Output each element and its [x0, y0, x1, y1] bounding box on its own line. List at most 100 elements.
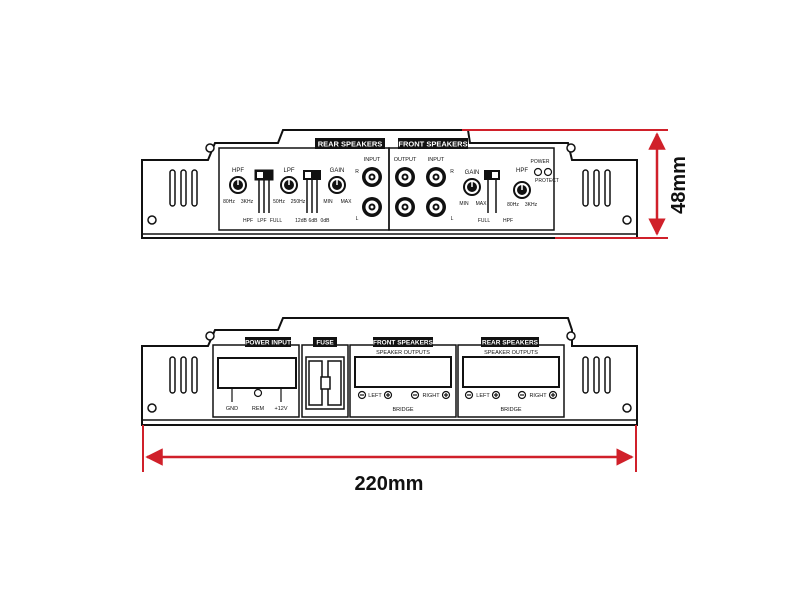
- rear-bridge-label: BRIDGE: [500, 407, 521, 413]
- terminal-gnd-label: GND: [226, 406, 238, 412]
- fuse-blade-left: [308, 360, 323, 406]
- rear-terminal-plus-right[interactable]: [548, 390, 558, 400]
- rear-header-label: REAR SPEAKERS: [318, 140, 383, 149]
- rear-bass-6db: 6dB: [309, 218, 319, 224]
- terminal-12v-label: +12V: [275, 406, 288, 412]
- front-speaker-outputs-label: SPEAKER OUTPUTS: [376, 350, 430, 356]
- top-left-vents: [169, 169, 198, 207]
- rear-header-tab: [315, 138, 385, 149]
- front-header-tab: [398, 138, 468, 149]
- front-hpf-min: 80Hz: [507, 202, 519, 208]
- screw-hole: [147, 215, 157, 225]
- front-rca-output-l[interactable]: [395, 197, 415, 217]
- screw-hole: [566, 331, 576, 341]
- front-rca-input-r[interactable]: [426, 167, 446, 187]
- rear-input-label: INPUT: [364, 157, 381, 163]
- front-hpf-knob[interactable]: [513, 181, 531, 199]
- bottom-right-vents: [582, 356, 611, 394]
- power-led-label: POWER: [531, 159, 550, 165]
- fuse-header: FUSE: [316, 340, 334, 347]
- height-dimension-label: 48mm: [668, 156, 690, 214]
- front-switch-hpf: HPF: [503, 218, 513, 224]
- rear-hpf-min: 80Hz: [223, 199, 235, 205]
- rear-gain-title: GAIN: [330, 168, 345, 174]
- rear-left-label: LEFT: [476, 393, 490, 399]
- top-view: REAR SPEAKERS FRONT SPEAKERS HPF 80Hz 3K…: [141, 129, 638, 239]
- rear-lpf-knob[interactable]: [280, 176, 298, 194]
- rear-bass-switch[interactable]: [303, 170, 321, 213]
- front-bridge-label: BRIDGE: [392, 407, 413, 413]
- front-gain-knob[interactable]: [463, 178, 481, 196]
- power-terminal-screw[interactable]: [253, 388, 263, 398]
- rear-switch-hpf: HPF: [243, 218, 253, 224]
- power-input-header: POWER INPUT: [245, 340, 291, 347]
- width-dimension-label: 220mm: [355, 473, 424, 495]
- rear-filter-switch[interactable]: [254, 169, 274, 213]
- front-terminal-minus-left[interactable]: [357, 390, 367, 400]
- power-terminal-block: [217, 357, 297, 389]
- rear-terminal-minus-left[interactable]: [464, 390, 474, 400]
- front-hpf-title: HPF: [516, 168, 528, 174]
- front-header-label: FRONT SPEAKERS: [398, 140, 467, 149]
- rear-hpf-max: 3KHz: [241, 199, 254, 205]
- rear-rca-input-l[interactable]: [362, 197, 382, 217]
- front-channel-l: L: [451, 216, 454, 222]
- power-led: [533, 167, 543, 177]
- rear-speaker-outputs-label: SPEAKER OUTPUTS: [484, 350, 538, 356]
- rear-switch-full: FULL: [270, 218, 282, 224]
- rear-terminal-minus-right[interactable]: [517, 390, 527, 400]
- rear-rca-input-r[interactable]: [362, 167, 382, 187]
- height-dimension: 48mm: [462, 129, 690, 239]
- rear-hpf-title: HPF: [232, 168, 244, 174]
- protect-led-label: PROTECT: [535, 178, 559, 184]
- rear-speakers-header: REAR SPEAKERS: [482, 340, 539, 347]
- rear-lpf-min: 50Hz: [273, 199, 285, 205]
- rear-bass-12db: 12dB: [295, 218, 307, 224]
- rear-gain-knob[interactable]: [328, 176, 346, 194]
- rear-terminal-plus-left[interactable]: [491, 390, 501, 400]
- rear-lpf-title: LPF: [283, 168, 294, 174]
- front-terminal-minus-right[interactable]: [410, 390, 420, 400]
- bottom-view: POWER INPUT GND REM +12V FUSE FRONT SPEA…: [141, 317, 638, 426]
- bottom-left-vents: [169, 356, 198, 394]
- screw-hole: [205, 143, 215, 153]
- front-terminal-plus-left[interactable]: [383, 390, 393, 400]
- front-terminal-plus-right[interactable]: [441, 390, 451, 400]
- rear-gain-max: MAX: [341, 199, 353, 205]
- top-right-vents: [582, 169, 611, 207]
- front-right-label: RIGHT: [422, 393, 440, 399]
- front-speaker-terminal-block: [354, 356, 452, 388]
- rear-bass-0db: 0dB: [321, 218, 331, 224]
- rear-channel-l: L: [356, 216, 359, 222]
- front-rca-input-l[interactable]: [426, 197, 446, 217]
- rear-hpf-knob[interactable]: [229, 176, 247, 194]
- rear-speaker-terminal-block: [462, 356, 560, 388]
- rear-speakers-tab: [481, 337, 539, 347]
- protect-led: [543, 167, 553, 177]
- front-speakers-header: FRONT SPEAKERS: [373, 340, 434, 347]
- front-input-label: INPUT: [428, 157, 445, 163]
- front-output-label: OUTPUT: [394, 157, 417, 163]
- front-left-label: LEFT: [368, 393, 382, 399]
- rear-switch-lpf: LPF: [257, 218, 266, 224]
- front-rca-output-r[interactable]: [395, 167, 415, 187]
- fuse-element: [320, 376, 331, 390]
- front-switch-full: FULL: [478, 218, 490, 224]
- front-gain-title: GAIN: [465, 170, 480, 176]
- front-control-panel: [388, 147, 555, 231]
- front-channel-r: R: [450, 169, 454, 175]
- front-gain-max: MAX: [476, 201, 488, 207]
- screw-hole: [622, 215, 632, 225]
- width-dimension: 220mm: [142, 425, 637, 495]
- front-gain-min: MIN: [459, 201, 469, 207]
- power-input-tab: [245, 337, 291, 347]
- rear-channel-r: R: [355, 169, 359, 175]
- front-filter-switch[interactable]: [484, 170, 500, 213]
- rear-gain-min: MIN: [323, 199, 333, 205]
- rear-right-label: RIGHT: [529, 393, 547, 399]
- screw-hole: [205, 331, 215, 341]
- screw-hole: [147, 403, 157, 413]
- front-hpf-max: 3KHz: [525, 202, 538, 208]
- fuse-tab: [313, 337, 337, 347]
